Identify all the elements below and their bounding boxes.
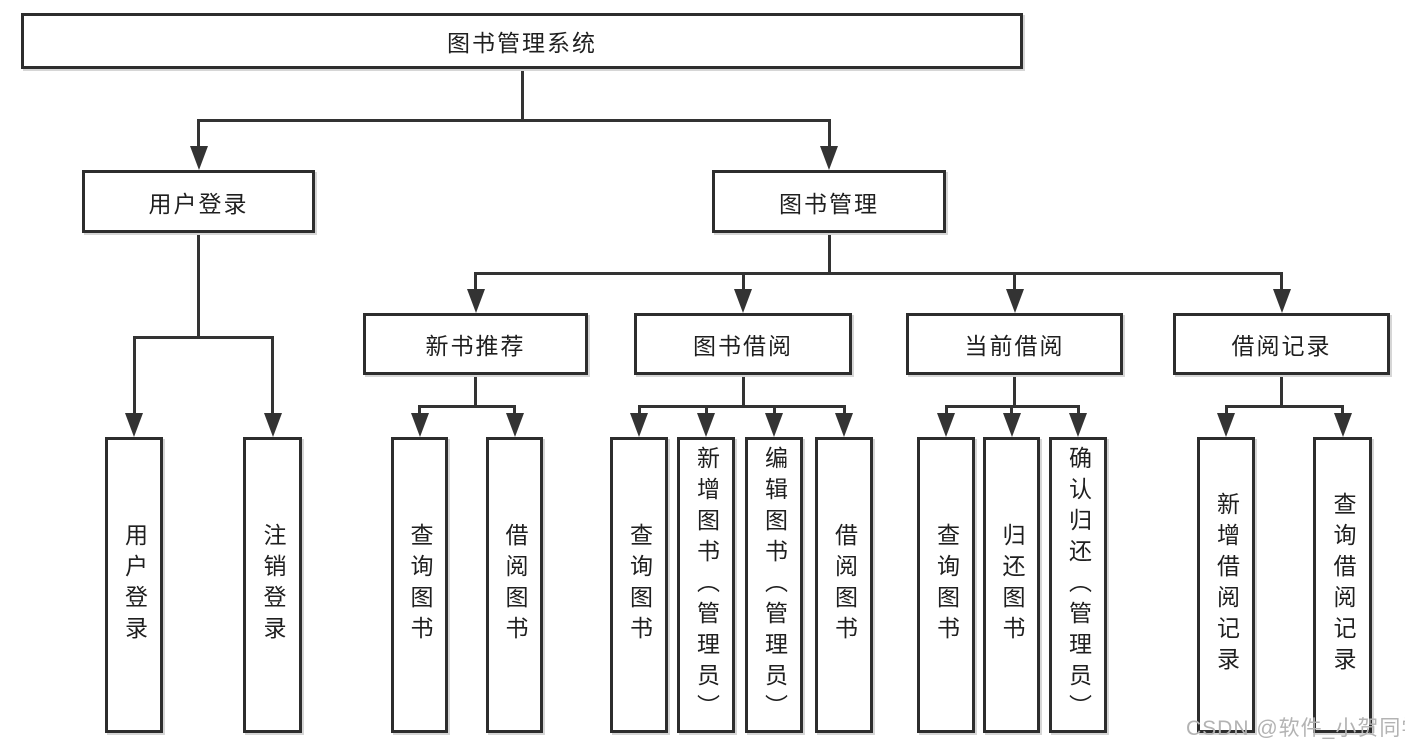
node-cb-return-book: 归还图书 [983, 437, 1040, 733]
node-label-new-book-recommend: 新书推荐 [425, 333, 526, 359]
arrow-down-icon [1217, 413, 1235, 437]
arrow-down-icon [697, 413, 715, 437]
node-label-current-borrow: 当前借阅 [964, 333, 1065, 359]
connector-line [418, 405, 421, 413]
arrow-down-icon [937, 413, 955, 437]
arrow-down-icon [125, 413, 143, 437]
arrow-down-icon [466, 289, 485, 313]
connector-line [827, 119, 831, 146]
connector-line [1010, 405, 1013, 413]
node-bb-edit-book: 编辑图书（管理员） [745, 437, 803, 733]
node-label-nbr-query-book: 查询图书 [407, 523, 433, 647]
node-label-br-add-record: 新增借阅记录 [1213, 492, 1240, 678]
node-label-br-query-record: 查询借阅记录 [1330, 492, 1356, 678]
connector-line [418, 405, 516, 408]
node-nbr-borrow-book: 借阅图书 [486, 437, 543, 733]
connector-line [197, 119, 831, 122]
node-label-logout: 注销登录 [260, 523, 286, 647]
connector-line [1224, 405, 1228, 413]
node-cb-confirm-return: 确认归还（管理员） [1049, 437, 1107, 733]
connector-line [1341, 405, 1344, 413]
node-label-user-login: 用户登录 [148, 190, 249, 217]
node-br-add-record: 新增借阅记录 [1197, 437, 1255, 733]
connector-line [474, 272, 477, 289]
node-borrow-records: 借阅记录 [1173, 313, 1390, 375]
connector-line [637, 405, 846, 408]
connector-line [772, 405, 776, 413]
node-user-login-action: 用户登录 [105, 437, 163, 733]
connector-line [132, 336, 136, 413]
connector-line [132, 336, 274, 339]
arrow-down-icon [1333, 413, 1352, 437]
arrow-down-icon [820, 146, 838, 170]
connector-line [474, 272, 1283, 275]
arrow-down-icon [734, 289, 752, 313]
node-user-login: 用户登录 [82, 170, 315, 233]
arrow-down-icon [1002, 413, 1021, 437]
connector-line [474, 375, 477, 405]
arrow-down-icon [505, 413, 524, 437]
arrow-down-icon [835, 413, 853, 437]
connector-line [520, 69, 524, 119]
connector-line [1076, 405, 1080, 413]
connector-line [1013, 272, 1016, 289]
connector-line [1224, 405, 1344, 408]
node-cb-query-book: 查询图书 [917, 437, 975, 733]
node-label-book-borrow: 图书借阅 [693, 333, 793, 359]
arrow-down-icon [1272, 289, 1291, 313]
connector-line [1013, 375, 1016, 405]
node-new-book-recommend: 新书推荐 [363, 313, 588, 375]
arrow-down-icon [189, 146, 208, 170]
connector-line [842, 405, 846, 413]
node-br-query-record: 查询借阅记录 [1313, 437, 1372, 733]
connector-line [271, 336, 274, 413]
arrow-down-icon [1005, 289, 1024, 313]
node-bb-add-book: 新增图书（管理员） [677, 437, 735, 733]
node-bb-borrow-book: 借阅图书 [815, 437, 873, 733]
arrow-down-icon [410, 413, 429, 437]
node-root: 图书管理系统 [21, 13, 1023, 69]
connector-line [1280, 272, 1283, 289]
arrow-down-icon [765, 413, 783, 437]
arrow-down-icon [1069, 413, 1087, 437]
connector-line [197, 119, 200, 146]
node-label-borrow-records: 借阅记录 [1231, 333, 1332, 359]
connector-line [741, 375, 745, 405]
node-logout: 注销登录 [243, 437, 302, 733]
node-label-cb-query-book: 查询图书 [933, 523, 960, 647]
node-book-mgmt: 图书管理 [712, 170, 946, 233]
arrow-down-icon [630, 413, 648, 437]
node-label-bb-borrow-book: 借阅图书 [831, 523, 858, 647]
node-label-bb-edit-book: 编辑图书（管理员） [761, 445, 788, 725]
connector-line [513, 405, 516, 413]
node-nbr-query-book: 查询图书 [391, 437, 448, 733]
connector-line [741, 272, 745, 289]
connector-line [944, 405, 948, 413]
connector-line [637, 405, 641, 413]
node-label-root: 图书管理系统 [447, 30, 597, 56]
node-label-user-login-action: 用户登录 [121, 523, 148, 647]
node-label-bb-query-book: 查询图书 [626, 523, 653, 647]
watermark: CSDN @软件_小贺同学 [1186, 717, 1405, 740]
connector-line [1280, 375, 1283, 405]
node-label-nbr-borrow-book: 借阅图书 [502, 523, 528, 647]
node-current-borrow: 当前借阅 [906, 313, 1123, 375]
node-label-bb-add-book: 新增图书（管理员） [693, 445, 720, 725]
connector-line [827, 233, 831, 272]
node-label-cb-return-book: 归还图书 [999, 523, 1025, 647]
node-bb-query-book: 查询图书 [610, 437, 668, 733]
node-book-borrow: 图书借阅 [634, 313, 852, 375]
arrow-down-icon [263, 413, 282, 437]
connector-line [197, 233, 200, 336]
node-label-cb-confirm-return: 确认归还（管理员） [1065, 445, 1092, 725]
connector-line [704, 405, 708, 413]
node-label-book-mgmt: 图书管理 [779, 190, 879, 217]
